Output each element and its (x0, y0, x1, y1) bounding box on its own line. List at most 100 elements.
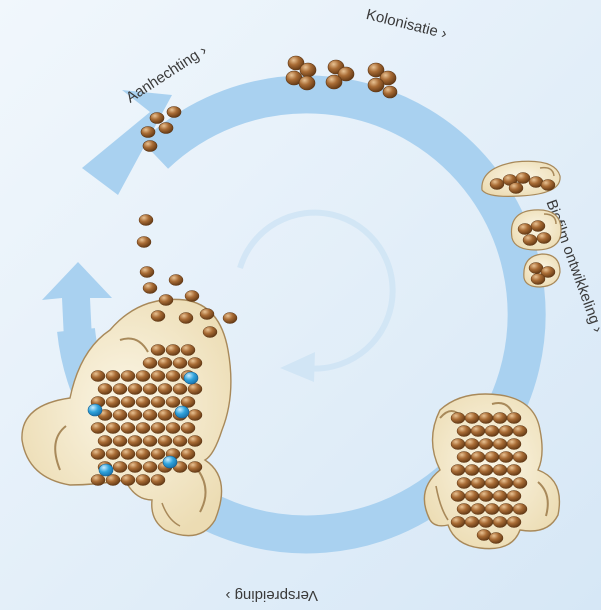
bacterium (479, 465, 493, 476)
bacterium (128, 410, 142, 421)
bacterium (471, 478, 485, 489)
bacterium (493, 413, 507, 424)
bacterium (507, 413, 521, 424)
bacterium (188, 358, 202, 369)
stage-label-verspreiding: Verspreiding › (225, 587, 318, 604)
bacterium (143, 384, 157, 395)
bacterium (499, 452, 513, 463)
bacterium (113, 410, 127, 421)
bacterium (136, 397, 150, 408)
bacterium (136, 423, 150, 434)
bacterium (136, 475, 150, 486)
bacterium (507, 465, 521, 476)
bacterium (465, 517, 479, 528)
bacterium (106, 397, 120, 408)
bacterium (128, 462, 142, 473)
bacterium (151, 345, 165, 356)
bacterium (471, 504, 485, 515)
bacterium (173, 384, 187, 395)
bacterium (128, 384, 142, 395)
bacterium (465, 439, 479, 450)
bacterium (158, 358, 172, 369)
bacterium (485, 426, 499, 437)
bacterium (479, 439, 493, 450)
bacterium (113, 462, 127, 473)
bacterium (106, 423, 120, 434)
bacterium (106, 371, 120, 382)
bacterium (151, 423, 165, 434)
bacterium (451, 491, 465, 502)
bacterium (188, 410, 202, 421)
bacterium (159, 123, 173, 134)
bacterium (128, 436, 142, 447)
bacterium (451, 439, 465, 450)
bacterium (158, 384, 172, 395)
bacterium (151, 449, 165, 460)
bacterium (485, 452, 499, 463)
bacterium (91, 475, 105, 486)
bacterium (479, 517, 493, 528)
bacterium (106, 475, 120, 486)
bacterium (493, 491, 507, 502)
bacterium (113, 384, 127, 395)
bacterium (173, 436, 187, 447)
bacterium (113, 436, 127, 447)
bacterium (479, 413, 493, 424)
bacterium (166, 345, 180, 356)
bacterium (121, 397, 135, 408)
bacterium (465, 465, 479, 476)
bacterium (493, 465, 507, 476)
bacterium (143, 462, 157, 473)
small-biofilm (511, 210, 561, 250)
bacterium (166, 423, 180, 434)
bacterium (507, 439, 521, 450)
bacterium (158, 436, 172, 447)
bacterium (143, 436, 157, 447)
bacterium (188, 384, 202, 395)
bacterium (493, 517, 507, 528)
bacterium (151, 475, 165, 486)
bacterium (121, 475, 135, 486)
bacterium (457, 426, 471, 437)
bacterium (143, 141, 157, 152)
bacterium (465, 491, 479, 502)
bacterium (136, 449, 150, 460)
bacterium (91, 449, 105, 460)
bacterium (457, 452, 471, 463)
bacterium (91, 371, 105, 382)
bacterium (499, 426, 513, 437)
bacterium (121, 423, 135, 434)
bacterium (143, 358, 157, 369)
bacterium (485, 478, 499, 489)
bacterium (141, 127, 155, 138)
bacterium (188, 462, 202, 473)
bacterium (513, 478, 527, 489)
bacterium (499, 504, 513, 515)
bacterium (457, 478, 471, 489)
small-biofilm (524, 254, 560, 287)
bacterium (181, 345, 195, 356)
bacterium (479, 491, 493, 502)
bacterium (150, 113, 164, 124)
bacterium (98, 436, 112, 447)
bacterium (98, 384, 112, 395)
bacterium (489, 533, 503, 544)
bacterium (499, 478, 513, 489)
bacterium (451, 465, 465, 476)
bacterium (507, 491, 521, 502)
bacterium (151, 371, 165, 382)
bacterium (181, 423, 195, 434)
bacterium (136, 371, 150, 382)
bacterium (181, 449, 195, 460)
bacterium (143, 410, 157, 421)
bacterium (91, 423, 105, 434)
bacterium (451, 517, 465, 528)
bacterium (471, 452, 485, 463)
bacterium (451, 413, 465, 424)
bacterium (485, 504, 499, 515)
bacterium (173, 358, 187, 369)
bacterium (188, 436, 202, 447)
bacterium (121, 371, 135, 382)
